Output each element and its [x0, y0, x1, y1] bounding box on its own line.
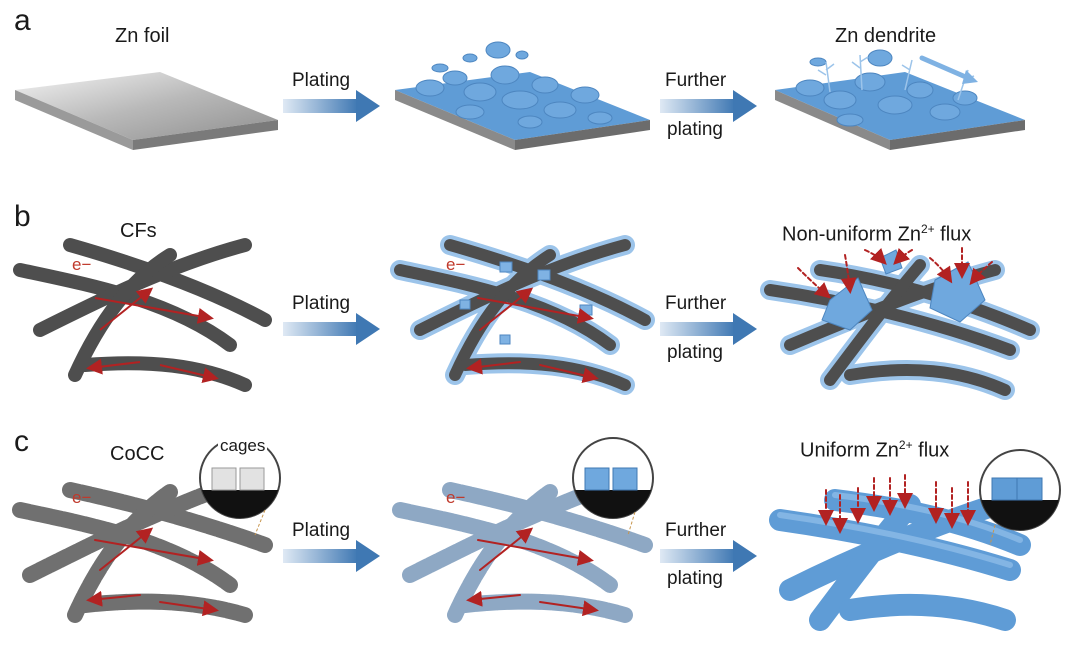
row-a-dendrite-foil [775, 49, 1025, 150]
electron-label-c-1: e− [72, 488, 92, 507]
inset-label-cages: cages [218, 436, 268, 456]
row-c-uniform-inset [979, 449, 1061, 546]
label-c-plating: Plating [292, 520, 351, 541]
panel-letter-b: b [14, 200, 31, 233]
row-c-plated-inset [572, 437, 654, 536]
flux-suffix: flux [934, 223, 972, 246]
title-cocc: CoCC [110, 443, 165, 465]
panel-letter-a: a [14, 4, 31, 37]
arrow-c-plating [283, 540, 380, 572]
label-a-plating-2: plating [667, 119, 723, 140]
title-zn-dendrite: Zn dendrite [835, 25, 937, 47]
label-b-plating: Plating [292, 293, 351, 314]
title-nonuniform-flux: Non-uniform Zn2+ flux [782, 222, 971, 247]
arrow-a-further-plating [660, 90, 757, 122]
label-c-plating-2: plating [667, 568, 723, 589]
row-c-uniform-growth [769, 474, 1031, 631]
row-b-nonuniform-growth [760, 247, 1040, 400]
uniform-flux-superscript: 2+ [898, 438, 913, 452]
title-zn-foil: Zn foil [115, 25, 170, 47]
arrow-c-further-plating [660, 540, 757, 572]
uniform-flux-suffix: flux [912, 439, 950, 462]
title-cfs: CFs [120, 220, 157, 242]
label-c-further: Further [665, 520, 727, 541]
flux-prefix: Non-uniform Zn [782, 223, 921, 246]
panel-letter-c: c [14, 425, 29, 458]
uniform-flux-prefix: Uniform Zn [800, 439, 899, 462]
process-arrows [283, 90, 757, 572]
arrow-b-plating [283, 313, 380, 345]
row-b-carbon-fibers [13, 238, 272, 392]
label-b-plating-2: plating [667, 342, 723, 363]
arrow-a-plating [283, 90, 380, 122]
electron-label-c-2: e− [446, 488, 466, 507]
row-c-plated-fibers [392, 472, 653, 623]
arrow-b-further-plating [660, 313, 757, 345]
electron-label-b-1: e− [72, 255, 92, 274]
row-a-plated-foil [395, 41, 650, 150]
label-a-further: Further [665, 70, 727, 91]
label-a-plating: Plating [292, 70, 351, 91]
row-b-electron-paths [86, 287, 219, 384]
dendrite-growth-arrow [919, 55, 971, 81]
row-b-plated-fibers [390, 235, 655, 395]
title-uniform-flux: Uniform Zn2+ flux [800, 438, 949, 463]
flux-superscript: 2+ [920, 222, 935, 236]
label-b-further: Further [665, 293, 727, 314]
electron-label-b-2: e− [446, 255, 466, 274]
row-a-zn-foil [15, 72, 278, 150]
